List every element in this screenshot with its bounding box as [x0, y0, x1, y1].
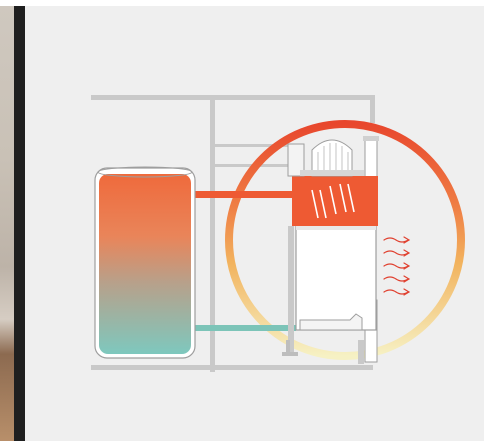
heat-radiation-arrows: [384, 237, 409, 295]
storage-tank: [95, 167, 195, 358]
heat-arrow-5: [384, 289, 409, 295]
top-pipe-drop: [370, 95, 375, 123]
top-pipe: [91, 95, 374, 100]
cold-return-pipe: [192, 325, 296, 331]
fireplace-insert: [282, 140, 378, 356]
heat-arrow-4: [384, 276, 409, 282]
floor-pipe: [91, 365, 373, 370]
hot-flow-pipe: [192, 191, 292, 198]
vertical-pipe: [210, 100, 215, 372]
heat-arrow-2: [384, 250, 409, 256]
heat-arrow-1: [384, 237, 409, 243]
heat-exchanger: [292, 176, 378, 226]
heat-arrow-3: [384, 263, 409, 269]
